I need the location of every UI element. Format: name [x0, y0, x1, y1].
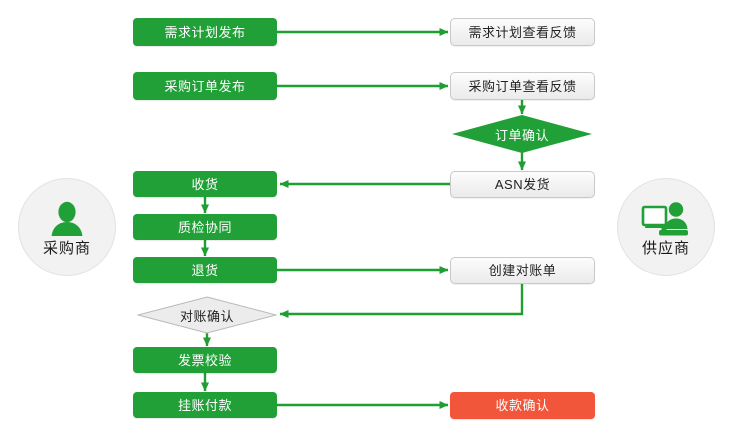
node-demand-plan-publish[interactable]: 需求计划发布 [133, 18, 277, 46]
node-label: 收货 [191, 176, 219, 192]
node-po-publish[interactable]: 采购订单发布 [133, 72, 277, 100]
node-label: 退货 [191, 262, 219, 278]
node-asn-shipment[interactable]: ASN发货 [450, 171, 595, 198]
node-invoice-check[interactable]: 发票校验 [133, 347, 277, 373]
edge-create-recon-to-recon-confirm [279, 284, 524, 318]
node-po-feedback[interactable]: 采购订单查看反馈 [450, 72, 595, 100]
node-payment-posting[interactable]: 挂账付款 [133, 392, 277, 418]
person-computer-icon [640, 198, 692, 240]
node-label: ASN发货 [494, 177, 551, 192]
node-demand-plan-feedback[interactable]: 需求计划查看反馈 [450, 18, 595, 46]
node-label: 采购订单查看反馈 [468, 78, 577, 94]
node-recon-confirm[interactable]: 对账确认 [137, 296, 277, 334]
actor-supplier[interactable]: 供应商 [617, 178, 715, 276]
node-quality-collab[interactable]: 质检协同 [133, 214, 277, 240]
node-receive-goods[interactable]: 收货 [133, 171, 277, 197]
actor-label: 采购商 [42, 240, 91, 257]
node-label: 订单确认 [494, 127, 549, 143]
actor-buyer[interactable]: 采购商 [18, 178, 116, 276]
node-return-goods[interactable]: 退货 [133, 257, 277, 283]
node-create-recon-sheet[interactable]: 创建对账单 [450, 257, 595, 284]
node-label: 需求计划发布 [164, 24, 246, 40]
node-label: 发票校验 [177, 352, 232, 368]
node-label: 质检协同 [177, 219, 232, 235]
node-label: 需求计划查看反馈 [468, 24, 577, 40]
node-label: 挂账付款 [177, 397, 232, 413]
node-receipt-confirm[interactable]: 收款确认 [450, 392, 595, 419]
node-label: 采购订单发布 [164, 78, 246, 94]
diamond-shape-green [452, 115, 592, 153]
node-label: 收款确认 [495, 398, 550, 413]
node-order-confirm[interactable]: 订单确认 [452, 115, 592, 153]
diamond-shape-gray [137, 296, 277, 334]
node-label: 创建对账单 [488, 263, 557, 278]
actor-label: 供应商 [641, 240, 690, 257]
node-label: 对账确认 [179, 308, 234, 324]
person-icon [41, 198, 93, 240]
